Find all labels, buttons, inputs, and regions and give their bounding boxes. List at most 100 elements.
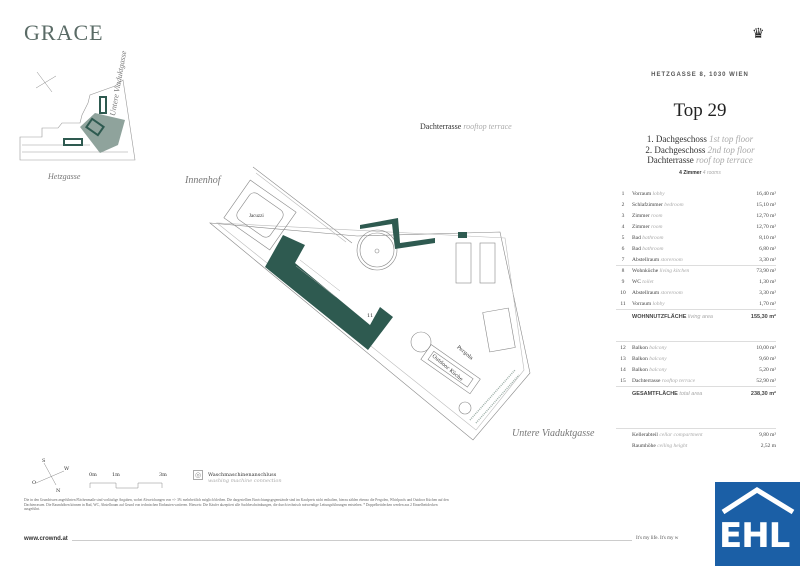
scale-3: 3m [159,472,167,478]
row-label: Balkon balcony [632,366,667,373]
plan-title: Dachterrasse rooftop terrace [420,122,512,131]
row-value: 16,40 m² [756,190,776,197]
row-label: WC toilet [632,278,654,285]
row-number: 12 [620,344,626,351]
row-label: Kellerabteil cellar compartment [632,431,703,438]
row-label: Raumhöhe ceiling height [632,442,688,449]
footer-divider [72,540,632,541]
row-label: Abstellraum storeroom [632,289,683,296]
row-value: 8,10 m² [759,234,776,241]
row-number: 7 [621,256,625,263]
row-number: 8 [621,268,625,274]
table-row: 9 WC toilet 1,30 m² [616,276,776,287]
table-row: 14 Balkon balcony 5,20 m² [616,364,776,375]
row-label: Zimmer room [632,212,663,219]
row-value: 12,70 m² [756,223,776,230]
row-number: 2 [621,201,625,208]
row-label: Bad bathroom [632,245,664,252]
row-label: Balkon balcony [632,355,667,362]
room-count: 4 Zimmer 4 rooms [679,170,721,176]
row-number: 1 [621,190,625,197]
address: HETZGASSE 8, 1030 WIEN [651,72,749,78]
table-row: 4 Zimmer room 12,70 m² [616,221,776,232]
table-row: 12 Balkon balcony 10,00 m² [616,342,776,353]
table-row: 7 Abstellraum storeroom 3,30 m² [616,254,776,265]
site-plan-map [19,71,136,161]
compass-o: O [32,480,37,486]
row-value: 1,30 m² [759,278,776,285]
grace-logo: GRACE [24,20,104,45]
row-number: 6 [621,245,625,252]
row-number: 15 [620,377,626,384]
street-viadukt: Untere Viaduktgasse [512,428,595,439]
row-number: 11 [620,300,626,307]
table-row: Kellerabteil cellar compartment 9,80 m² [616,429,776,440]
jacuzzi-label: Jacuzzi [249,214,264,219]
row-value: 1,70 m² [759,300,776,307]
row-value: 73,90 m² [756,268,776,274]
table-row: 8 Wohnküche living kitchen 73,90 m² [616,265,776,276]
table-row: 10 Abstellraum storeroom 3,30 m² [616,287,776,298]
innenhof-label: Innenhof [185,175,221,186]
row-value: 6,80 m² [759,245,776,252]
row-label: Dachterrasse rooftop terrace [632,377,696,384]
row-label: Zimmer room [632,223,663,230]
terrace-outline [209,166,531,441]
row-label: Vorraum lobby [632,300,665,307]
row-value: 3,30 m² [759,289,776,296]
row-number: 4 [621,223,625,230]
row-value: 52,90 m² [756,377,776,384]
row-value: 10,00 m² [756,344,776,351]
washer-icon: ◎ [193,470,203,480]
table-row: 11 Vorraum lobby 1,70 m² [616,298,776,309]
street-hetzgasse-small: Hetzgasse [48,172,81,181]
row-number: 10 [620,289,626,296]
row-number: 14 [620,366,626,373]
scale-1: 1m [112,472,120,478]
table-row: 3 Zimmer room 12,70 m² [616,210,776,221]
table-row: 13 Balkon balcony 9,60 m² [616,353,776,364]
row-value: 2,52 m [760,442,776,449]
row-value: 5,20 m² [759,366,776,373]
row-value: 9,80 m² [759,431,776,438]
row-label: Abstellraum storeroom [632,256,683,263]
footnote: Die in den Grundrissen angeführten Fläch… [24,498,449,511]
row-number: 5 [621,234,625,241]
row-number: 9 [621,278,625,285]
row-label: Balkon balcony [632,344,667,351]
row-value: 9,60 m² [759,355,776,362]
row-number: 13 [620,355,626,362]
crown-icon: ♛ [752,26,765,42]
row-value: 12,70 m² [756,212,776,219]
compass-w: W [64,466,70,472]
row-label: Vorraum lobby [632,190,665,197]
ehl-logo: EHL [715,482,800,566]
table-row: Raumhöhe ceiling height 2,52 m [616,440,776,451]
extra-table: Kellerabteil cellar compartment 9,80 m² Ra… [616,428,776,451]
floor-list: 1. Dachgeschoss 1st top floor 2. Dachges… [645,134,755,165]
row-label: Schlafzimmer bedroom [632,201,684,208]
row-value: 15,10 m² [756,201,776,208]
row-value: 3,30 m² [759,256,776,263]
legend-graphics [35,462,163,489]
scale-0: 0m [89,472,97,478]
table-row: 6 Bad bathroom 6,80 m² [616,243,776,254]
row-number: 3 [621,212,625,219]
roof-icon [721,487,795,515]
room-11-label: 11 [367,313,374,319]
table-row: 1 Vorraum lobby 16,40 m² [616,188,776,199]
website-link[interactable]: www.crownd.at [24,536,68,542]
row-label: Wohnküche living kitchen [632,268,690,274]
compass-s: S [42,458,46,464]
wall-zigzag [360,218,435,249]
slogan: It's my life. It's my w [636,536,679,541]
table-row: 2 Schlafzimmer bedroom 15,10 m² [616,199,776,210]
unit-title: Top 29 [673,100,727,121]
